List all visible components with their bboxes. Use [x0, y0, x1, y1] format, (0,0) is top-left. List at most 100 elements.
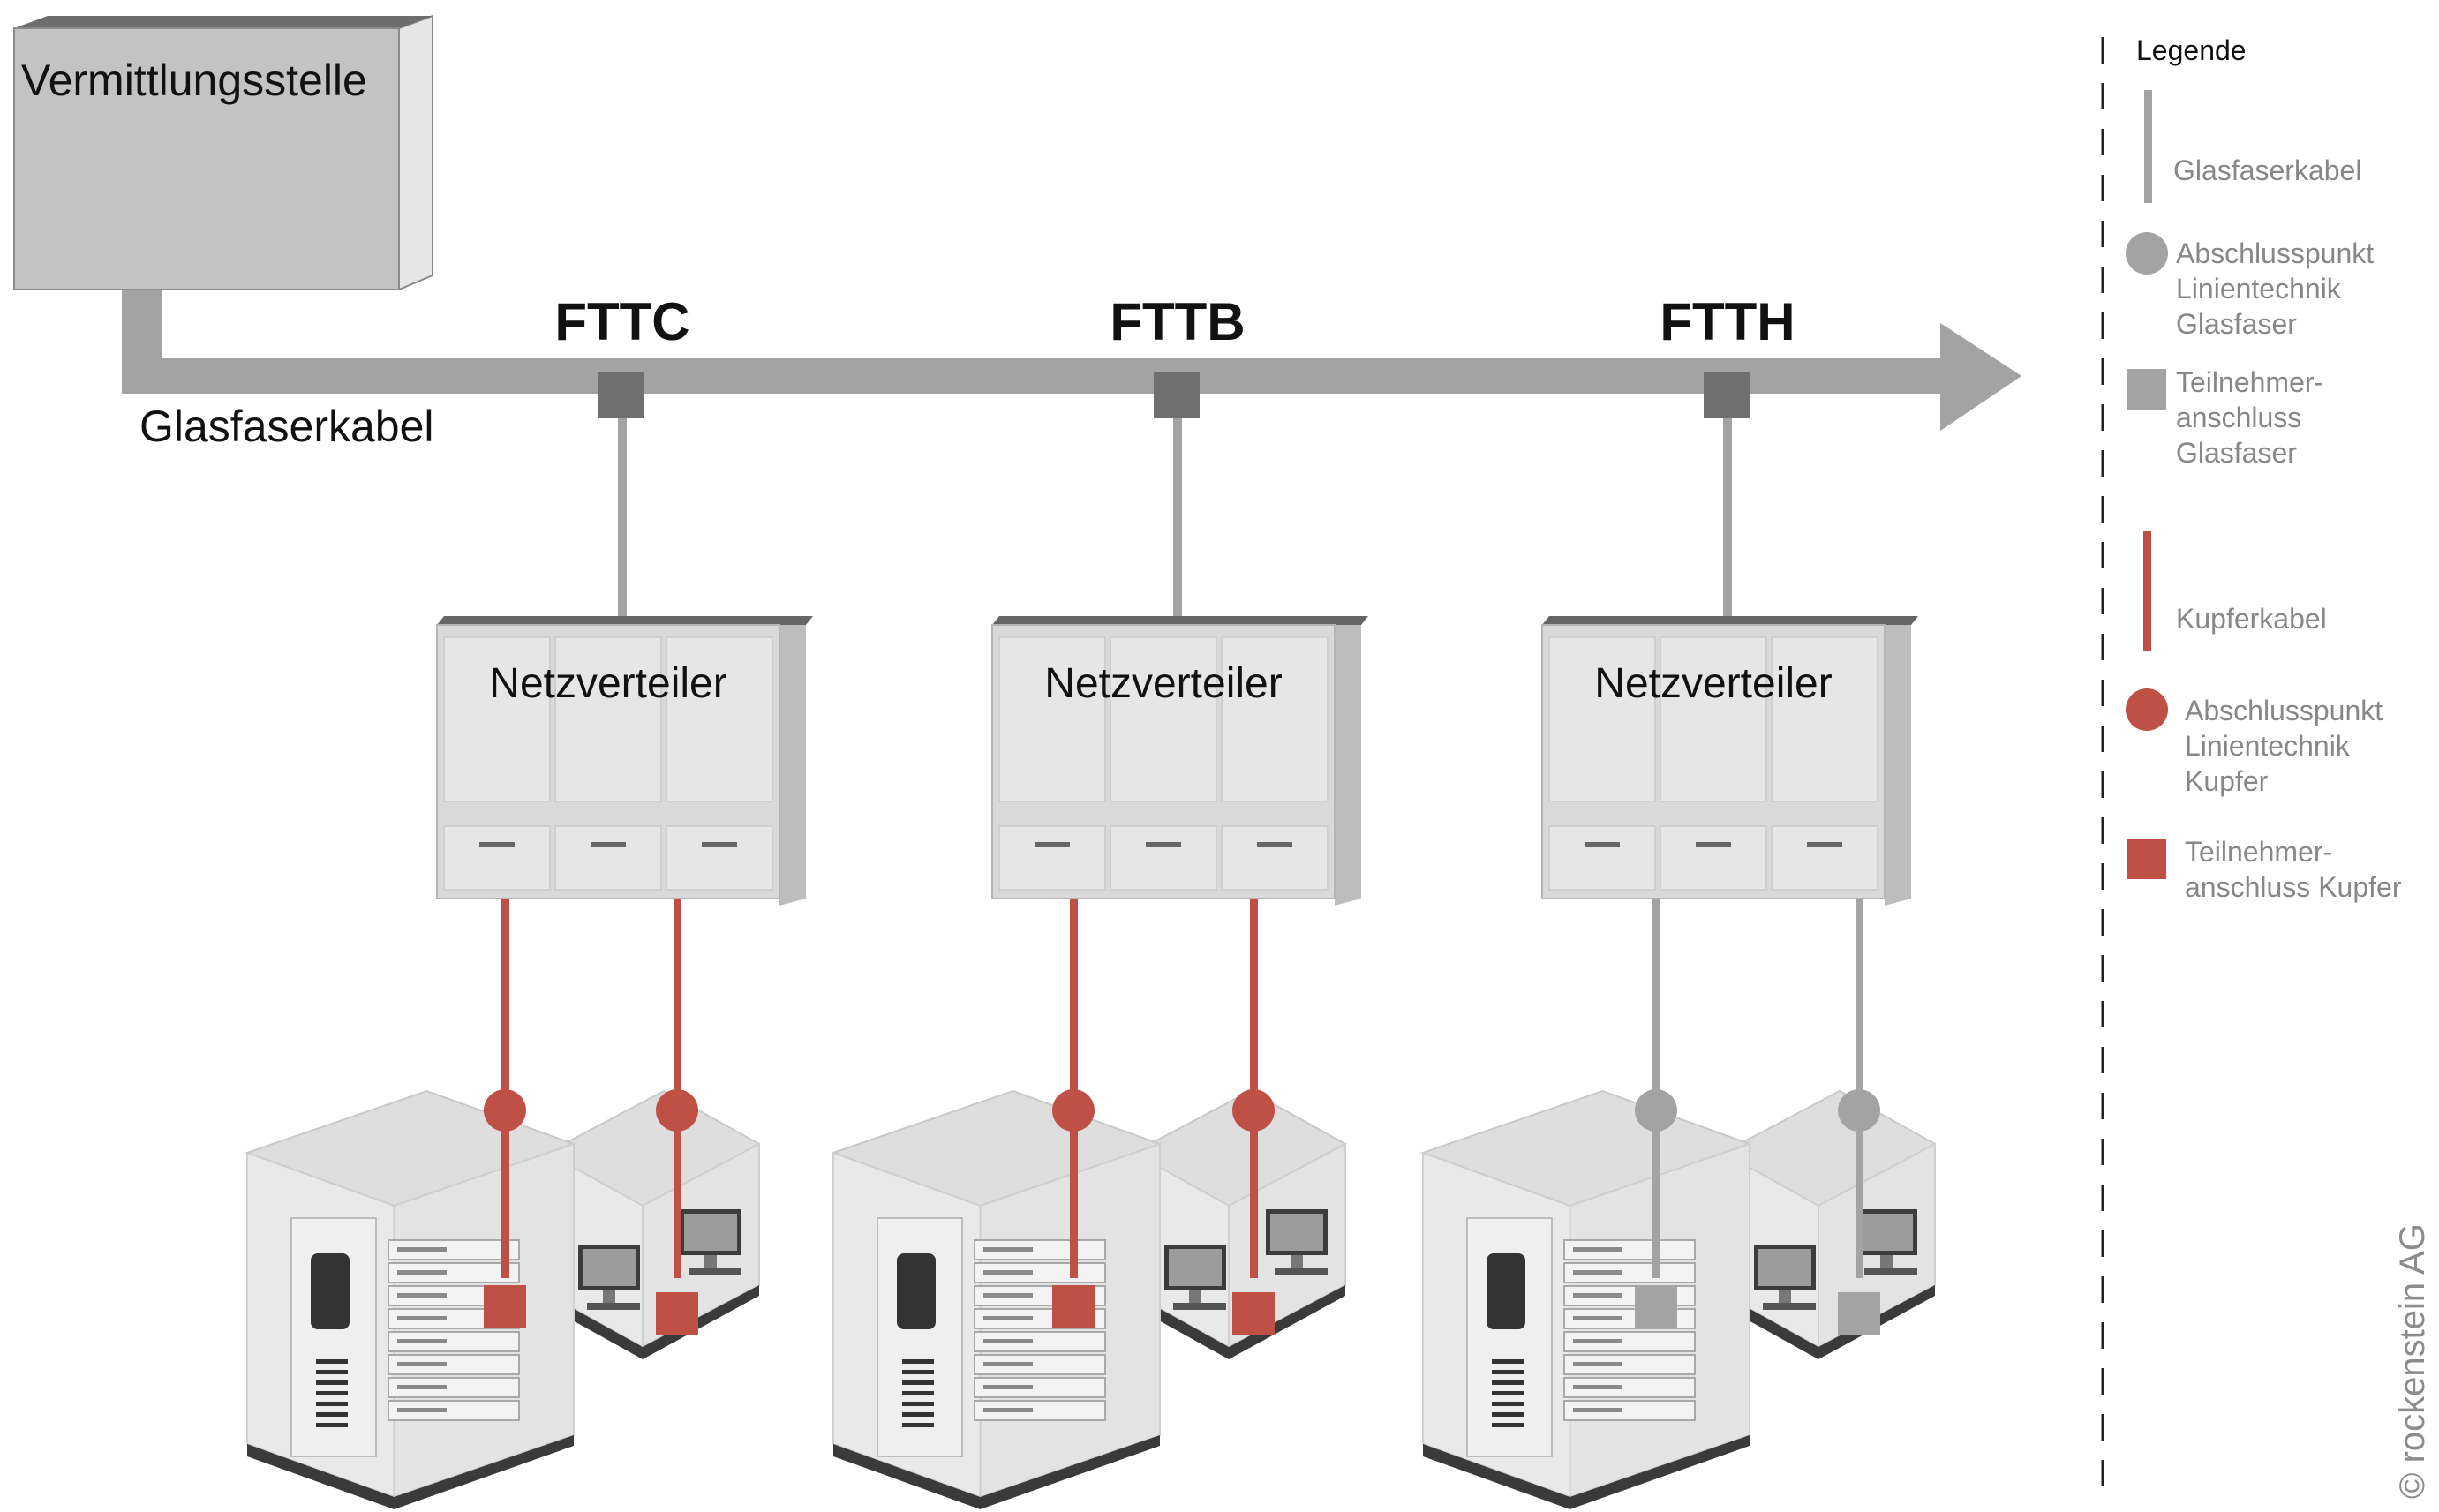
cabinet-drawer	[1660, 825, 1767, 891]
trunk-splice-box	[598, 372, 644, 418]
rack-unit	[974, 1400, 1106, 1421]
cabinet-drawer	[443, 825, 551, 891]
cabinet-door	[1221, 636, 1329, 802]
cabinet-drawer	[1548, 825, 1656, 891]
rack-unit	[1563, 1377, 1696, 1398]
copper-drop-line	[1250, 899, 1258, 1278]
legend-fiber-square-label-2: anschluss	[2176, 402, 2301, 433]
rack-unit	[974, 1377, 1106, 1398]
exchange-label: Vermittlungsstelle	[21, 56, 367, 105]
rack-unit	[388, 1377, 520, 1398]
legend-copper-circle-label-2: Linientechnik	[2185, 730, 2351, 762]
rack-unit	[388, 1354, 520, 1375]
cabinet-drawer	[666, 825, 773, 891]
rack-unit	[1563, 1354, 1696, 1375]
copper-drop-line	[501, 899, 509, 1278]
scenario-fttc: FTTC Netzverteiler	[244, 292, 813, 1509]
fiber-subscriber-connection	[1838, 1292, 1880, 1335]
cabinet-drawer	[554, 825, 662, 891]
legend-copper-square-label-1: Teilnehmer-	[2185, 836, 2332, 868]
legend-title: Legende	[2136, 34, 2247, 66]
cabinet-door	[666, 636, 773, 802]
legend-copper-circle-label-3: Kupfer	[2185, 765, 2269, 797]
cabinet-label: Netzverteiler	[489, 660, 726, 707]
rack-unit	[388, 1239, 520, 1260]
trunk-fiber-cable	[122, 290, 2021, 431]
rack-unit	[974, 1354, 1106, 1375]
trunk-label: Glasfaserkabel	[139, 402, 434, 451]
copper-subscriber-connection	[484, 1285, 526, 1328]
fiber-drop-line	[1856, 899, 1863, 1278]
legend-fiber-circle-label-1: Abschlusspunkt	[2176, 237, 2374, 269]
cabinet-drawer	[1771, 825, 1878, 891]
copper-subscriber-connection	[1052, 1285, 1095, 1328]
copper-termination-point	[484, 1089, 526, 1132]
legend-copper-line-symbol	[2143, 531, 2151, 651]
legend-fiber-circle-symbol	[2126, 232, 2168, 275]
cabinet-door	[1771, 636, 1878, 802]
cabinet-door	[1660, 636, 1767, 802]
rack-unit	[388, 1400, 520, 1421]
rack-unit	[1563, 1262, 1696, 1283]
exchange-box: Vermittlungsstelle	[13, 14, 433, 291]
legend-item-fiber-termination: Abschlusspunkt Linientechnik Glasfaser	[2126, 232, 2374, 340]
legend-item-copper-cable: Kupferkabel	[2143, 531, 2327, 651]
copper-termination-point	[1052, 1089, 1095, 1132]
cabinet-door	[1110, 636, 1217, 802]
feeder-fiber-line	[618, 418, 627, 625]
cabinet-drawer	[998, 825, 1106, 891]
scenario-fttb: FTTB Netzverteiler	[830, 292, 1368, 1509]
scenario-label: FTTC	[554, 292, 689, 351]
fiber-termination-point	[1635, 1089, 1677, 1132]
cabinet-drawer	[1110, 825, 1217, 891]
trunk-splice-box	[1704, 372, 1750, 418]
rack-unit	[974, 1331, 1106, 1352]
scenario-label: FTTH	[1660, 292, 1795, 351]
copper-termination-point	[1232, 1089, 1275, 1132]
legend-copper-square-label-2: anschluss Kupfer	[2185, 871, 2402, 903]
copper-termination-point	[656, 1089, 698, 1132]
legend-copper-circle-label-1: Abschlusspunkt	[2185, 695, 2383, 726]
rack-unit	[1563, 1239, 1696, 1260]
rack-unit	[1563, 1331, 1696, 1352]
cabinet-drawer	[1221, 825, 1329, 891]
legend-item-copper-termination: Abschlusspunkt Linientechnik Kupfer	[2126, 688, 2383, 797]
legend-fiber-square-label-1: Teilnehmer-	[2176, 366, 2323, 398]
legend-copper-line-label: Kupferkabel	[2176, 603, 2327, 635]
rack-unit	[388, 1262, 520, 1283]
copper-subscriber-connection	[656, 1292, 698, 1335]
copper-drop-line	[674, 899, 681, 1278]
legend-fiber-line-label: Glasfaserkabel	[2173, 154, 2361, 186]
trunk-splice-box	[1154, 372, 1200, 418]
cabinet-door	[1548, 636, 1656, 802]
legend-item-fiber-cable: Glasfaserkabel	[2144, 90, 2361, 203]
scenario-label: FTTB	[1110, 292, 1245, 351]
copper-subscriber-connection	[1232, 1292, 1275, 1335]
legend-fiber-circle-label-2: Linientechnik	[2176, 273, 2342, 305]
feeder-fiber-line	[1173, 418, 1182, 625]
feeder-fiber-line	[1723, 418, 1732, 625]
cabinet-door	[554, 636, 662, 802]
legend-copper-square-symbol	[2127, 839, 2166, 879]
legend-fiber-square-symbol	[2127, 369, 2166, 410]
fiber-subscriber-connection	[1635, 1285, 1677, 1328]
cabinet-door	[998, 636, 1106, 802]
copper-drop-line	[1070, 899, 1078, 1278]
rack-unit	[1563, 1400, 1696, 1421]
legend-item-copper-subscriber: Teilnehmer- anschluss Kupfer	[2127, 836, 2402, 903]
cabinet-door	[443, 636, 551, 802]
cabinet-label: Netzverteiler	[1594, 660, 1832, 707]
fiber-termination-point	[1838, 1089, 1880, 1132]
scenario-groups: FTTC Netzverteiler FTTB Netzverteiler FTTH Ne…	[244, 292, 1938, 1509]
scenario-ftth: FTTH Netzverteiler	[1419, 292, 1938, 1509]
rack-unit	[388, 1331, 520, 1352]
legend-copper-circle-symbol	[2126, 688, 2168, 731]
legend-fiber-circle-label-3: Glasfaser	[2176, 308, 2297, 340]
legend-item-fiber-subscriber: Teilnehmer- anschluss Glasfaser	[2127, 366, 2323, 469]
legend-fiber-line-symbol	[2144, 90, 2152, 203]
cabinet-label: Netzverteiler	[1044, 660, 1282, 707]
fiber-drop-line	[1652, 899, 1660, 1278]
copyright-text: © rockenstein AG	[2393, 1223, 2432, 1499]
legend-fiber-square-label-3: Glasfaser	[2176, 437, 2297, 469]
